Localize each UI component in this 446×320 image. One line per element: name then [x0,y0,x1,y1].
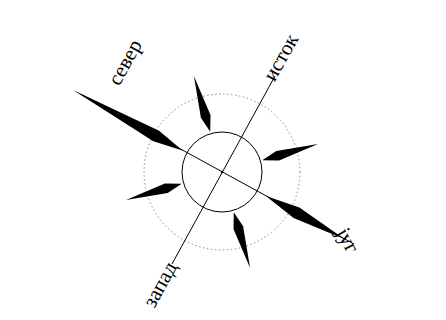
inner-ring [182,132,262,212]
north-needle [73,90,183,150]
center-dot [221,171,223,173]
direction-label: југ [332,224,362,256]
direction-label: запад [139,258,181,311]
intercardinal-spike [234,212,251,268]
direction-label: исток [260,30,303,84]
intercardinal-spike [194,76,211,132]
outer-dotted-ring [144,94,300,250]
direction-label: север [104,36,146,89]
intercardinal-spike [126,184,182,201]
east-west-axis [172,76,275,264]
intercardinal-spike [262,144,318,161]
south-needle [266,196,345,239]
